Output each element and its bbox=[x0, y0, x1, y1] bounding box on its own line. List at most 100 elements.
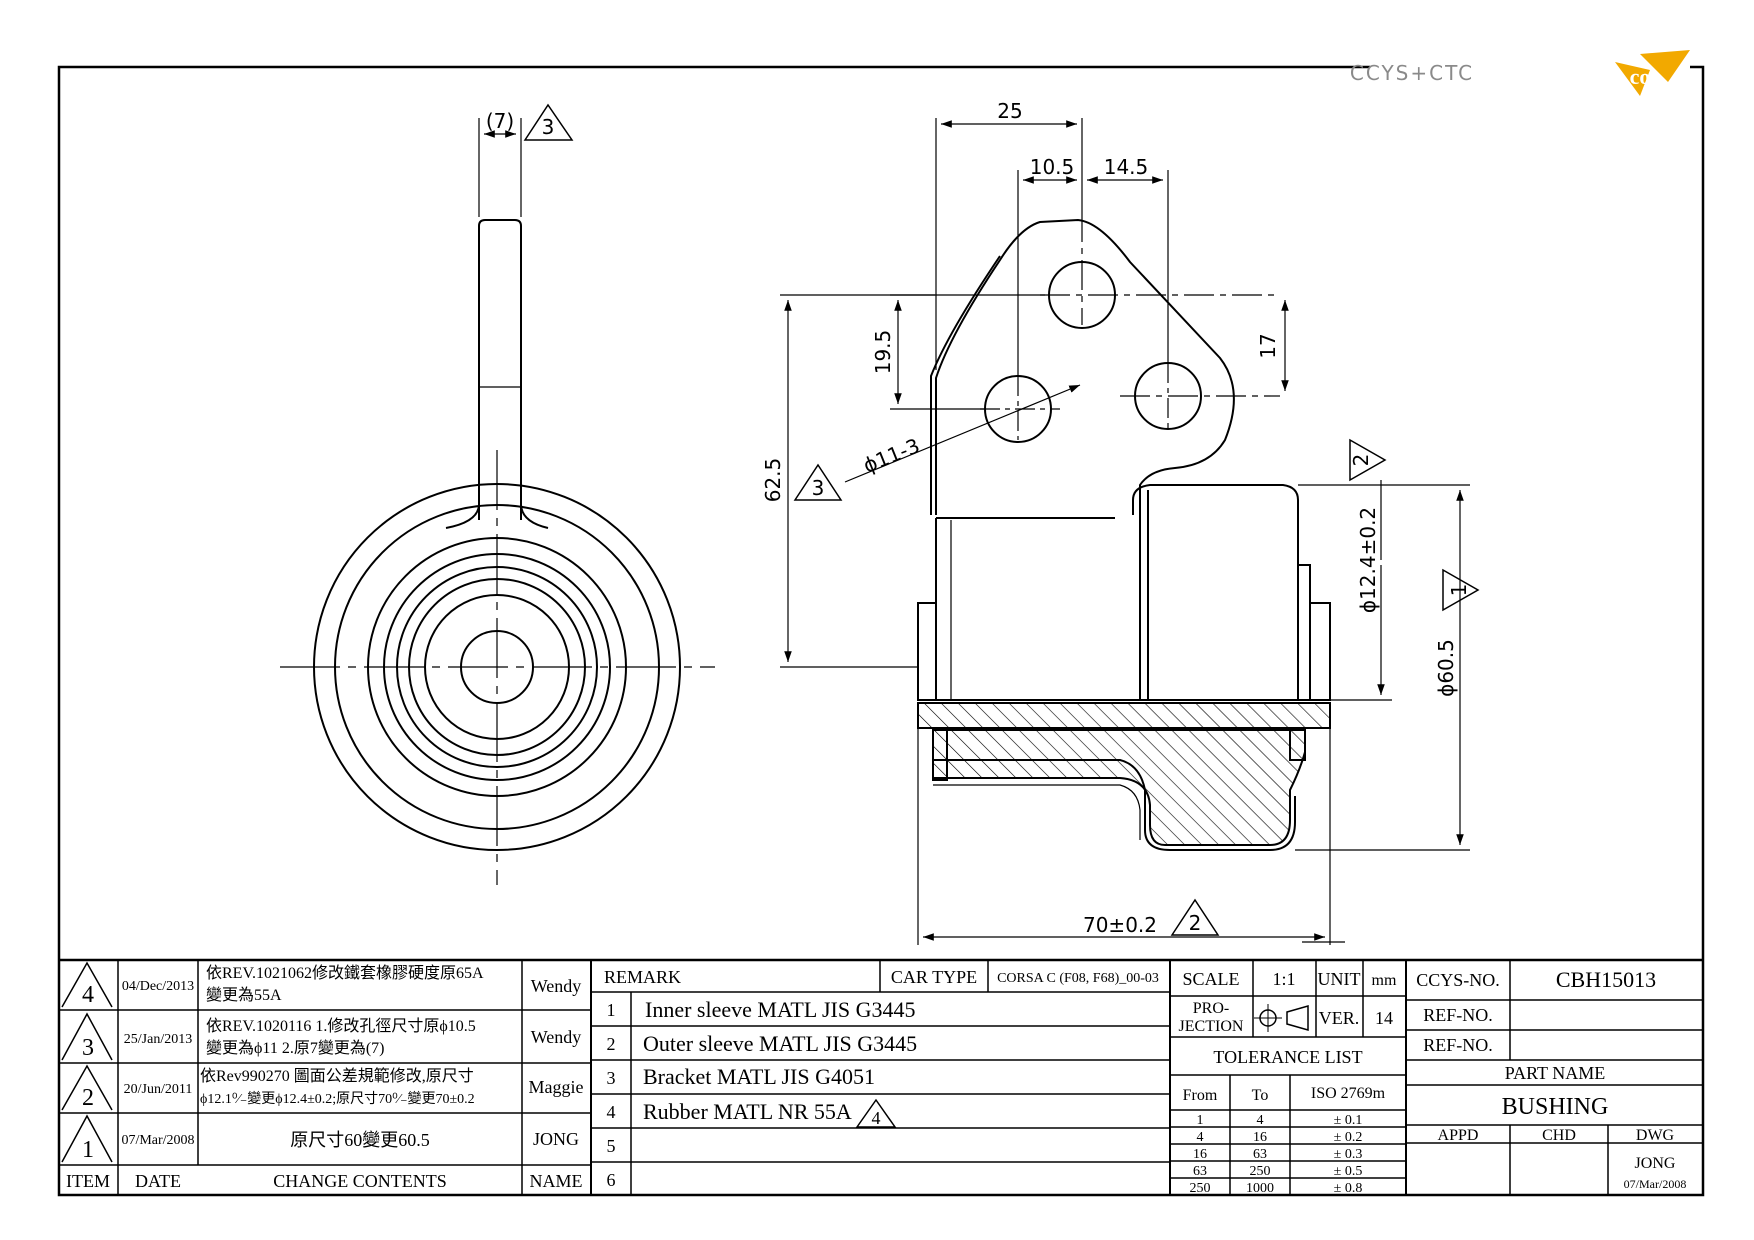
ver-value: 14 bbox=[1375, 1008, 1393, 1028]
unit-value: mm bbox=[1372, 972, 1397, 989]
appd-label: APPD bbox=[1438, 1127, 1479, 1144]
revision-block: 4 04/Dec/2013 依REV.1021062修改鐵套橡膠硬度原65A 變… bbox=[66, 963, 584, 1191]
rev-header-item: ITEM bbox=[66, 1171, 110, 1191]
title-block-grid bbox=[59, 958, 1703, 1195]
rev-marker-3-top: 3 bbox=[542, 115, 555, 139]
tol-val-4: ± 0.5 bbox=[1334, 1164, 1363, 1179]
front-view bbox=[280, 103, 715, 885]
rev-date-4: 04/Dec/2013 bbox=[122, 979, 194, 994]
remark-no-2: 2 bbox=[607, 1034, 616, 1054]
dwg-label: DWG bbox=[1636, 1127, 1675, 1144]
part-name-value: BUSHING bbox=[1502, 1094, 1609, 1120]
rev-marker-3-hole: 3 bbox=[812, 476, 825, 500]
dim-70: 70±0.2 bbox=[1083, 913, 1157, 937]
tol-val-2: ± 0.2 bbox=[1334, 1130, 1363, 1145]
tol-to-4: 250 bbox=[1250, 1164, 1271, 1179]
dim-25: 25 bbox=[997, 99, 1022, 123]
unit-label: UNIT bbox=[1318, 969, 1361, 989]
remark-no-5: 5 bbox=[607, 1136, 616, 1156]
tolerance-title: TOLERANCE LIST bbox=[1213, 1047, 1362, 1067]
remark-text-3: Bracket MATL JIS G4051 bbox=[643, 1064, 875, 1089]
rev-date-2: 20/Jun/2011 bbox=[124, 1082, 193, 1097]
tol-to-header: To bbox=[1252, 1087, 1269, 1104]
dim-19-5: 19.5 bbox=[871, 330, 895, 375]
dim-12-4: ϕ12.4±0.2 bbox=[1356, 507, 1380, 613]
projection-label-2: JECTION bbox=[1179, 1018, 1244, 1035]
dim-thickness: (7) bbox=[486, 109, 514, 133]
scale-value: 1:1 bbox=[1272, 969, 1295, 989]
ref-no-label-1: REF-NO. bbox=[1423, 1005, 1493, 1025]
rev-header-contents: CHANGE CONTENTS bbox=[273, 1171, 447, 1191]
rev-name-3: Wendy bbox=[531, 1027, 582, 1047]
logo-mark-icon bbox=[1615, 62, 1650, 96]
remark-no-4: 4 bbox=[607, 1102, 616, 1122]
rev-no-4: 4 bbox=[82, 982, 94, 1008]
rev-marker-2-side: 2 bbox=[1349, 454, 1373, 467]
part-info-block: CCYS-NO. CBH15013 REF-NO. REF-NO. PART N… bbox=[1416, 967, 1686, 1191]
rev-date-3: 25/Jan/2013 bbox=[124, 1032, 192, 1047]
ver-label: VER. bbox=[1319, 1008, 1360, 1028]
tol-from-4: 63 bbox=[1193, 1164, 1207, 1179]
tol-val-3: ± 0.3 bbox=[1334, 1147, 1363, 1162]
remark-text-2: Outer sleeve MATL JIS G3445 bbox=[643, 1031, 917, 1056]
tol-val-1: ± 0.1 bbox=[1334, 1113, 1363, 1128]
rev-content-4-l1: 依REV.1021062修改鐵套橡膠硬度原65A bbox=[206, 963, 484, 982]
side-view-dimensions bbox=[780, 118, 1480, 945]
tol-from-3: 16 bbox=[1193, 1147, 1207, 1162]
tol-to-1: 4 bbox=[1257, 1113, 1264, 1128]
rev-no-1: 1 bbox=[82, 1137, 94, 1163]
tol-iso-header: ISO 2769m bbox=[1311, 1085, 1386, 1102]
scale-tolerance-block: SCALE 1:1 UNIT mm PRO- JECTION VER. 14 T… bbox=[1179, 969, 1397, 1196]
tol-to-5: 1000 bbox=[1246, 1181, 1274, 1196]
rev-date-1: 07/Mar/2008 bbox=[121, 1133, 194, 1148]
ref-no-label-2: REF-NO. bbox=[1423, 1035, 1493, 1055]
part-name-label: PART NAME bbox=[1505, 1063, 1605, 1083]
chd-label: CHD bbox=[1542, 1127, 1576, 1144]
dim-17: 17 bbox=[1256, 333, 1280, 358]
remark-header: REMARK bbox=[604, 967, 681, 987]
ccys-no-value: CBH15013 bbox=[1556, 967, 1656, 992]
rev-content-3-l2: 變更為ϕ11 2.原7變更為(7) bbox=[206, 1039, 385, 1057]
drawn-date: 07/Mar/2008 bbox=[1624, 1177, 1687, 1191]
tol-to-3: 63 bbox=[1253, 1147, 1267, 1162]
tol-from-5: 250 bbox=[1190, 1181, 1211, 1196]
rev-content-1-l1: 原尺寸60變更60.5 bbox=[290, 1130, 430, 1150]
rev-content-2-l1: 依Rev990270 圖面公差規範修改,原尺寸 bbox=[200, 1067, 474, 1085]
svg-text:co: co bbox=[1630, 64, 1651, 89]
rev-name-1: JONG bbox=[533, 1129, 579, 1149]
rev-no-2: 2 bbox=[82, 1085, 94, 1111]
tol-from-header: From bbox=[1183, 1087, 1218, 1104]
rev-marker-2-bottom: 2 bbox=[1189, 911, 1202, 935]
tol-from-1: 1 bbox=[1197, 1113, 1204, 1128]
projection-label-1: PRO- bbox=[1193, 1000, 1229, 1017]
rev-no-3: 3 bbox=[82, 1035, 94, 1061]
tol-val-5: ± 0.8 bbox=[1334, 1181, 1363, 1196]
sheet-border bbox=[57, 65, 1705, 1197]
rev-header-name: NAME bbox=[530, 1171, 583, 1191]
rev-marker-1: 1 bbox=[1447, 584, 1471, 597]
remark-no-1: 1 bbox=[607, 1000, 616, 1020]
remark-no-6: 6 bbox=[607, 1170, 616, 1190]
car-type-value: CORSA C (F08, F68)_00-03 bbox=[997, 971, 1159, 986]
dim-10-5: 10.5 bbox=[1030, 155, 1075, 179]
dim-62-5: 62.5 bbox=[761, 458, 785, 503]
rev-name-2: Maggie bbox=[529, 1077, 584, 1097]
dim-hole: ϕ11-3 bbox=[860, 433, 923, 477]
tol-from-2: 4 bbox=[1197, 1130, 1204, 1145]
remark-text-4: Rubber MATL NR 55A bbox=[643, 1099, 852, 1124]
rev-content-2-l2: ϕ12.1⁰⁄₋變更ϕ12.4±0.2;原尺寸70⁰⁄₋變更70±0.2 bbox=[200, 1091, 475, 1107]
tol-to-2: 16 bbox=[1253, 1130, 1267, 1145]
rev-header-date: DATE bbox=[135, 1171, 181, 1191]
logo-text: CCYS+CTC bbox=[1350, 61, 1474, 85]
dim-60-5: ϕ60.5 bbox=[1434, 639, 1458, 697]
car-type-label: CAR TYPE bbox=[891, 967, 977, 987]
rev-marker-4-remark: 4 bbox=[872, 1108, 881, 1128]
remark-text-1: Inner sleeve MATL JIS G3445 bbox=[645, 997, 915, 1022]
dim-14-5: 14.5 bbox=[1104, 155, 1149, 179]
drawn-by: JONG bbox=[1635, 1155, 1676, 1172]
rev-content-3-l1: 依REV.1020116 1.修改孔徑尺寸原ϕ10.5 bbox=[206, 1017, 476, 1035]
rev-name-4: Wendy bbox=[531, 976, 582, 996]
ccys-no-label: CCYS-NO. bbox=[1416, 970, 1500, 990]
company-logo: CCYS+CTC co bbox=[1350, 50, 1690, 96]
